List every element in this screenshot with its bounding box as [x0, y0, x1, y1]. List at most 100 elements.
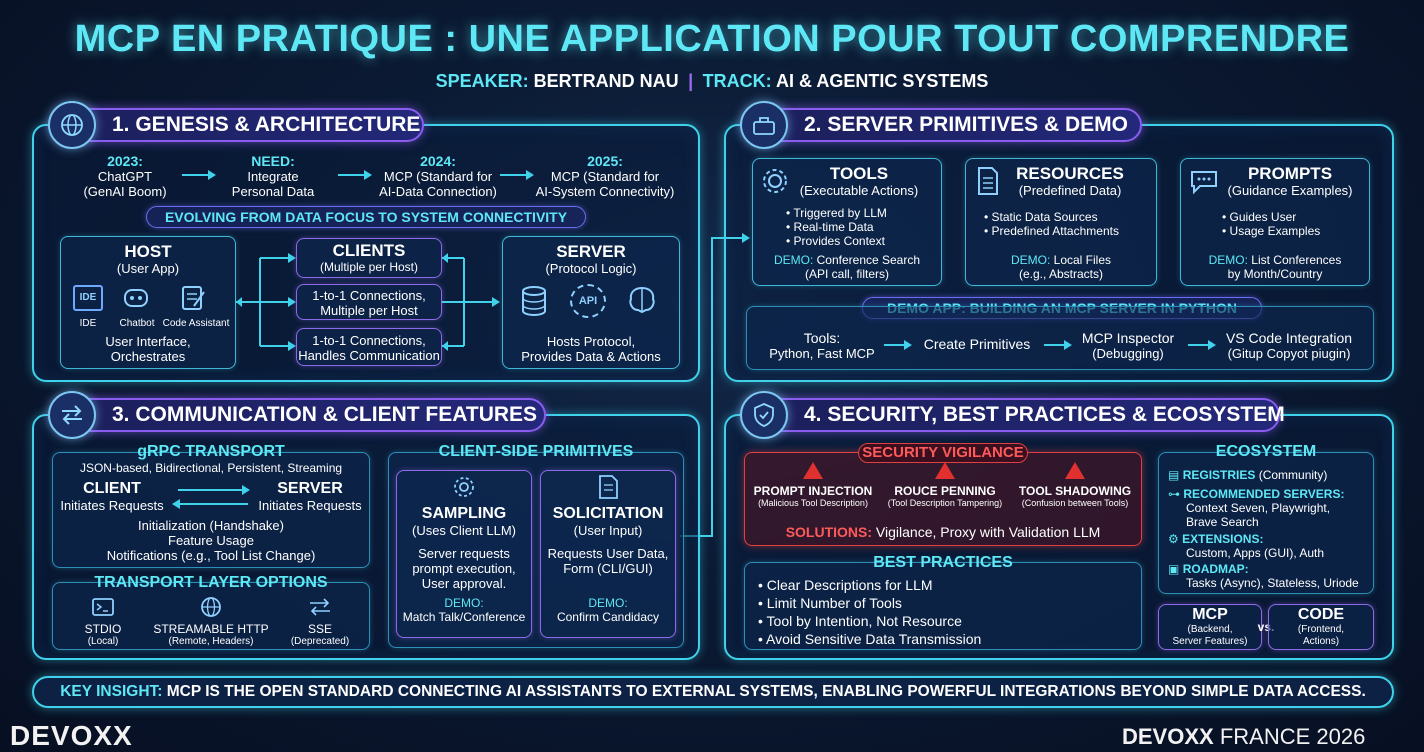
- host-title: HOST(User App): [116, 242, 180, 276]
- clients-box: [296, 238, 442, 278]
- code-box: [1268, 604, 1374, 650]
- best-practices-title: BEST PRACTICES: [873, 554, 1013, 571]
- swap-icon: [48, 391, 96, 439]
- ecosystem-title: ECOSYSTEM: [1215, 443, 1317, 460]
- mcp-label: MCP(Backend,Server Features): [1172, 606, 1248, 647]
- chatbot-icon: [122, 284, 152, 317]
- key-insight-text: KEY INSIGHT: MCP IS THE OPEN STANDARD CO…: [60, 683, 1366, 700]
- toolbox-icon: [740, 101, 788, 149]
- grpc-title: gRPC TRANSPORT: [137, 443, 285, 460]
- extension-gear-icon: ⚙: [1168, 532, 1179, 546]
- brain-icon: [626, 285, 658, 320]
- client-comm-box: [296, 328, 442, 366]
- host-box: [60, 236, 236, 369]
- section-1-header: 1. GENESIS & ARCHITECTURE: [48, 101, 424, 149]
- chat-bubble-icon: [1188, 168, 1220, 201]
- form-icon: [598, 474, 620, 505]
- solicitation-demo: DEMO:Confirm Candidacy: [556, 596, 660, 624]
- opt-stdio: STDIO(Local): [84, 622, 122, 647]
- threat-rouce-penning: ROUCE PENNING(Tool Description Tampering…: [880, 462, 1010, 508]
- timeline-arrow: [500, 170, 534, 180]
- best-practices-list: Clear Descriptions for LLMLimit Number o…: [758, 576, 981, 648]
- solicitation-title: SOLICITATION(User Input): [552, 505, 664, 538]
- ecosystem-box: [1158, 452, 1374, 594]
- divider: |: [688, 71, 694, 91]
- client-server-connectors: [442, 253, 500, 351]
- timeline-arrow: [182, 170, 216, 180]
- client-conn-text: 1-to-1 Connections,Multiple per Host: [312, 288, 426, 318]
- opt-sse: SSE(Deprecated): [290, 622, 350, 647]
- prompts-list: Guides UserUsage Examples: [1222, 210, 1321, 238]
- warning-icon: [1065, 462, 1085, 479]
- section-2-header: 2. SERVER PRIMITIVES & DEMO: [740, 101, 1142, 149]
- resources-list: Static Data SourcesPredefined Attachment…: [984, 210, 1119, 238]
- database-small-icon: ▤: [1168, 468, 1180, 482]
- ide-label: IDE: [79, 318, 97, 329]
- transfer-icon: [308, 598, 332, 621]
- client-comm-text: 1-to-1 Connections,Handles Communication: [298, 333, 440, 363]
- host-desc: User Interface,Orchestrates: [105, 334, 191, 364]
- eco-servers: ⊶ RECOMMENDED SERVERS:Context Seven, Pla…: [1168, 487, 1345, 529]
- ide-icon: IDE: [73, 285, 103, 311]
- flow-vscode: VS Code Integration(Gitup Copyot piugin): [1225, 330, 1353, 361]
- network-icon: ⊶: [1168, 487, 1180, 501]
- flow-primitives: Create Primitives: [923, 336, 1031, 352]
- globe-small-icon: [200, 596, 222, 623]
- client-to-server-arrow: [178, 485, 250, 495]
- warning-icon: [935, 462, 955, 479]
- code-assistant-label: Code Assistant: [162, 318, 230, 329]
- sampling-demo: DEMO:Match Talk/Conference: [402, 596, 526, 624]
- warning-icon: [803, 462, 823, 479]
- flow-arrow: [1044, 340, 1072, 350]
- api-icon: API: [570, 284, 606, 318]
- client-conn-box: [296, 284, 442, 320]
- cog-icon: [452, 475, 476, 504]
- eco-registries: ▤ REGISTRIES (Community): [1168, 468, 1328, 482]
- server-desc: Hosts Protocol,Provides Data & Actions: [521, 334, 661, 364]
- vigilance-title-pill: SECURITY VIGILANCE: [858, 443, 1028, 463]
- speaker-label: SPEAKER:: [435, 71, 529, 91]
- tools-title: TOOLS(Executable Actions): [799, 164, 919, 198]
- transport-title: TRANSPORT LAYER OPTIONS: [94, 574, 328, 591]
- flow-tools: Tools:Python, Fast MCP: [769, 330, 875, 361]
- resources-title: RESOURCES(Predefined Data): [1016, 164, 1124, 198]
- client-primitives-title: CLIENT-SIDE PRIMITIVES: [438, 443, 634, 460]
- code-assistant-icon: [180, 284, 208, 317]
- devoxx-france-logo: DEVOXX FRANCE 2026: [1122, 724, 1366, 749]
- flow-arrow: [884, 340, 912, 350]
- globe-icon: [48, 101, 96, 149]
- eco-extensions: ⚙ EXTENSIONS:Custom, Apps (GUI), Auth: [1168, 532, 1325, 560]
- solicitation-desc: Requests User Data,Form (CLI/GUI): [547, 546, 669, 576]
- server-to-client-arrow: [172, 499, 248, 509]
- database-icon: [520, 286, 548, 321]
- demo-flow-box: [746, 306, 1374, 370]
- flow-inspector: MCP Inspector(Debugging): [1081, 330, 1175, 361]
- track-label: TRACK:: [702, 71, 772, 91]
- page-title: MCP EN PRATIQUE : UNE APPLICATION POUR T…: [74, 18, 1350, 60]
- code-label: CODE(Frontend,Actions): [1297, 606, 1345, 647]
- tools-list: Triggered by LLMReal-time DataProvides C…: [786, 206, 887, 248]
- document-icon: [976, 166, 1000, 201]
- chatbot-label: Chatbot: [119, 318, 155, 329]
- timeline-2023: 2023:ChatGPT(GenAI Boom): [83, 153, 167, 199]
- threat-prompt-injection: PROMPT INJECTION(Malicious Tool Descript…: [750, 462, 876, 508]
- server-title: SERVER(Protocol Logic): [545, 242, 637, 276]
- threat-tool-shadowing: TOOL SHADOWING(Confusion between Tools): [1012, 462, 1138, 508]
- section-3-header: 3. COMMUNICATION & CLIENT FEATURES: [48, 391, 546, 439]
- grpc-sub: JSON-based, Bidirectional, Persistent, S…: [79, 461, 343, 475]
- timeline-arrow: [338, 170, 372, 180]
- host-client-connectors: [236, 253, 296, 351]
- section-4-header: 4. SECURITY, BEST PRACTICES & ECOSYSTEM: [740, 391, 1285, 439]
- gear-icon: [760, 166, 790, 201]
- prompts-title: PROMPTS(Guidance Examples): [1227, 164, 1353, 198]
- sampling-title: SAMPLING(Uses Client LLM): [411, 505, 517, 538]
- solutions: SOLUTIONS: Vigilance, Proxy with Validat…: [785, 524, 1101, 540]
- opt-http: STREAMABLE HTTP(Remote, Headers): [153, 622, 269, 647]
